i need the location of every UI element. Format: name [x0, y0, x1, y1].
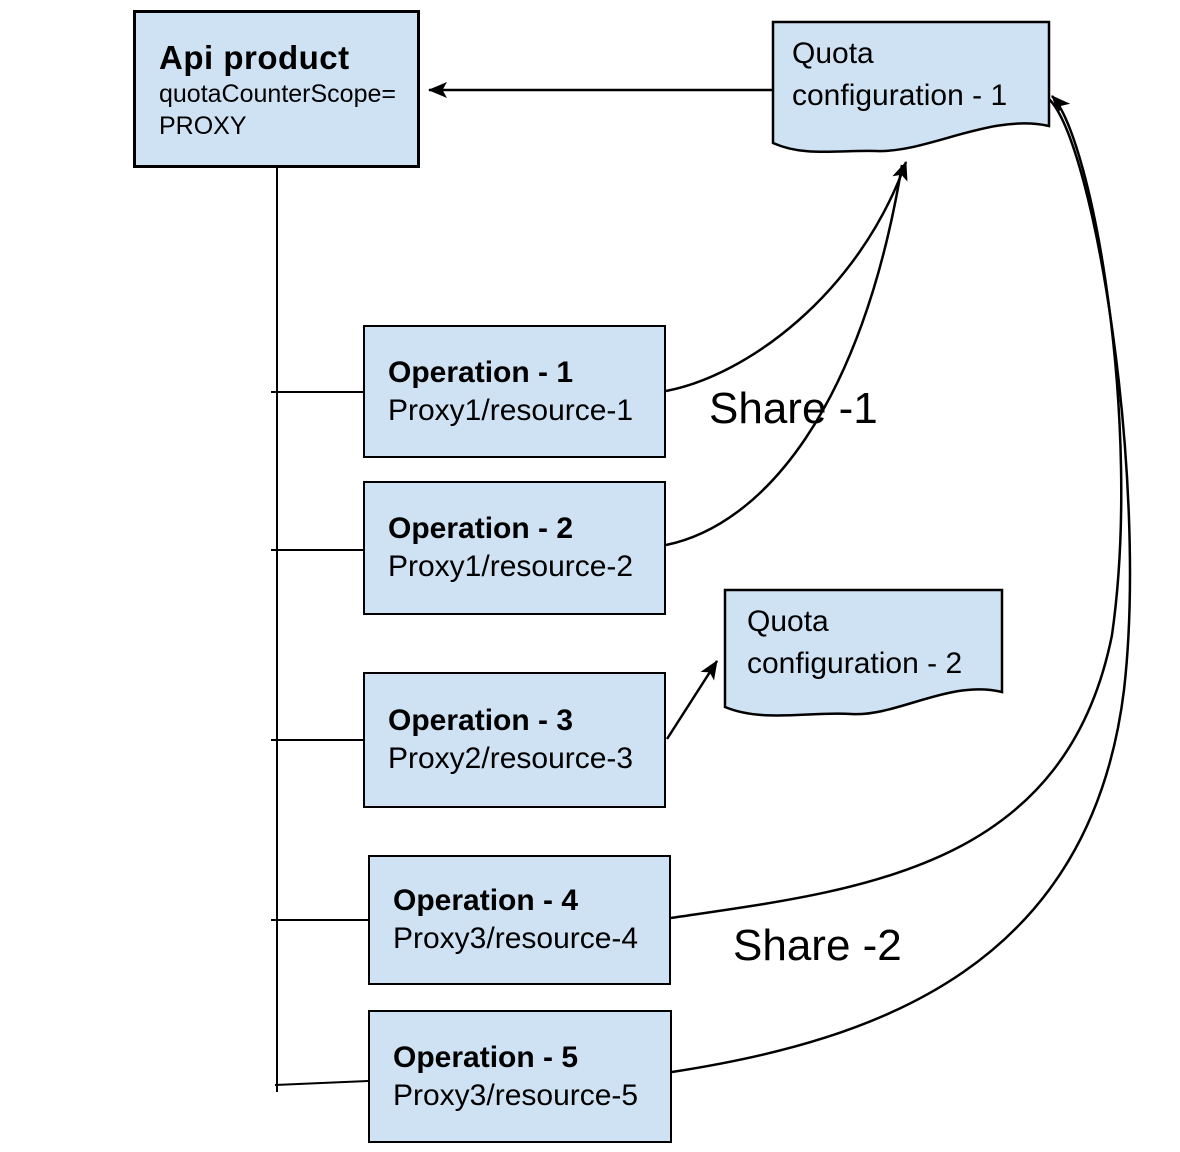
connector-operation-1-to-quota1	[665, 161, 908, 393]
quota-config-2-label: Quota configuration - 2	[747, 601, 962, 685]
connector-branch-operation-5	[274, 1080, 369, 1086]
label-share-1: Share -1	[709, 384, 878, 433]
connector-operation-4-to-quota1	[670, 95, 1123, 920]
operation-4-path: Proxy3/resource-4	[393, 922, 639, 955]
node-operation-5: Operation - 5 Proxy3/resource-5	[368, 1010, 672, 1143]
connector-operation-5-to-quota1	[671, 98, 1132, 1074]
quota-config-2-line-2: configuration - 2	[747, 647, 963, 680]
connector-operation-2-to-quota1	[665, 164, 904, 547]
operation-5-path: Proxy3/resource-5	[393, 1078, 639, 1112]
operation-5-title: Operation - 5	[393, 1040, 579, 1074]
quota-config-1-line-2: configuration - 1	[792, 79, 1008, 112]
api-product-scope-line-1: quotaCounterScope=	[159, 80, 396, 108]
doc-quota-config-2	[723, 588, 1004, 717]
quota-config-2-line-1: Quota	[747, 605, 829, 638]
node-operation-4: Operation - 4 Proxy3/resource-4	[368, 855, 671, 985]
node-operation-3: Operation - 3 Proxy2/resource-3	[363, 672, 666, 808]
operation-4-title: Operation - 4	[393, 884, 579, 917]
quota-config-1-line-1: Quota	[792, 37, 874, 70]
node-api-product: Api product quotaCounterScope= PROXY	[133, 10, 420, 168]
connector-operation-3-to-quota2	[665, 660, 719, 740]
operation-2-title: Operation - 2	[388, 512, 574, 545]
operation-3-path: Proxy2/resource-3	[388, 742, 634, 775]
api-product-title: Api product	[159, 39, 350, 76]
node-operation-1: Operation - 1 Proxy1/resource-1	[363, 325, 666, 458]
label-share-2: Share -2	[733, 921, 902, 970]
operation-2-path: Proxy1/resource-2	[388, 550, 634, 583]
node-operation-2: Operation - 2 Proxy1/resource-2	[363, 481, 666, 615]
quota-config-1-label: Quota configuration - 1	[792, 33, 1007, 117]
operation-1-title: Operation - 1	[388, 355, 574, 389]
doc-quota-config-1	[771, 20, 1051, 154]
operation-3-title: Operation - 3	[388, 704, 574, 737]
api-product-scope-line-2: PROXY	[159, 112, 247, 140]
operation-1-path: Proxy1/resource-1	[388, 393, 634, 427]
